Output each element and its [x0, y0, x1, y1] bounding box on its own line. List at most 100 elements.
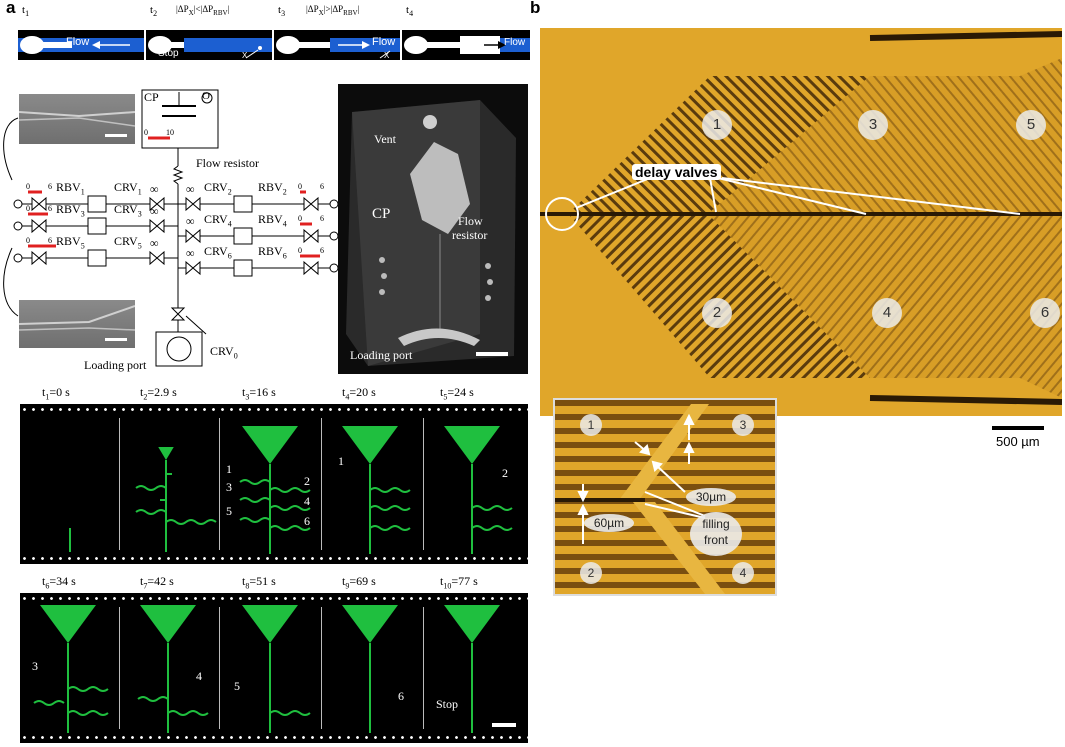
film2-label-3: t8=51 s — [242, 574, 276, 591]
cp-scale-0: 0 — [144, 128, 148, 137]
top-frame-2-time: t2 — [150, 4, 158, 19]
loading-port-label: Loading port — [84, 358, 147, 372]
rbv3-label: RBV3 — [56, 202, 85, 219]
top-frame-4-channel — [402, 30, 530, 60]
right-inf-2: ∞ — [186, 214, 195, 228]
top-frame-2-channel — [146, 30, 272, 60]
film2-label-4: t9=69 s — [342, 574, 376, 591]
film2-label-5: t10=77 s — [440, 574, 478, 591]
photo-cp-label: CP — [372, 206, 391, 222]
rbv4-label: RBV4 — [258, 212, 287, 229]
rbv6-label: RBV6 — [258, 244, 287, 261]
film1-num-5: 5 — [226, 504, 232, 518]
film1-num-2b: 2 — [502, 466, 508, 480]
left-six-3: 6 — [48, 236, 52, 245]
b-circle-2: 2 — [702, 298, 732, 328]
inset-circle-4: 4 — [732, 562, 754, 584]
film2-stop: Stop — [436, 697, 459, 711]
b-circle-1: 1 — [702, 110, 732, 140]
film1-num-1: 1 — [226, 462, 232, 476]
inset-30um-label: 30µm — [686, 488, 736, 506]
film1-label-3: t3=16 s — [242, 385, 276, 402]
flow-resistor-label: Flow resistor — [196, 156, 259, 170]
inset-circle-3: 3 — [732, 414, 754, 436]
film1-time-labels: t1=0 s t2=2.9 s t3=16 s t4=20 s t5=24 s — [20, 385, 528, 403]
film1-label-4: t4=20 s — [342, 385, 376, 402]
inset-circle-1: 1 — [580, 414, 602, 436]
film-strip-2: 3 4 5 6 Stop — [20, 593, 528, 743]
film1-num-2: 2 — [304, 474, 310, 488]
photo-loading-port-label: Loading port — [350, 348, 413, 362]
right-six-1: 6 — [320, 182, 324, 191]
left-zero-3: 0 — [26, 236, 30, 245]
panel-b-letter: b — [530, 0, 541, 17]
crv6-label: CRV6 — [204, 244, 232, 261]
top-frame-2-x: X — [242, 51, 248, 60]
crv5-label: CRV5 — [114, 234, 142, 251]
sem-image-top — [18, 94, 136, 144]
top-strip: t1 Flow t2 |ΔPX|<|ΔPRBV| Stop X t3 |ΔPX|… — [18, 4, 530, 62]
rbv2-label: RBV2 — [258, 180, 287, 197]
photo-flow-label: Flow — [458, 214, 483, 228]
right-six-3: 6 — [320, 246, 324, 255]
film1-label-2: t2=2.9 s — [140, 385, 177, 402]
delay-valves-label: delay valves — [632, 164, 721, 180]
rbv1-label: RBV1 — [56, 180, 85, 197]
film2-time-labels: t6=34 s t7=42 s t8=51 s t9=69 s t10=77 s — [20, 574, 528, 592]
device-photo — [338, 84, 528, 374]
b-circle-4: 4 — [872, 298, 902, 328]
left-zero-2: 0 — [26, 204, 30, 213]
film-strip-1: 1 3 5 2 4 6 1 2 — [20, 404, 528, 564]
left-zero-1: 0 — [26, 182, 30, 191]
film2-label-2: t7=42 s — [140, 574, 174, 591]
right-zero-2: 0 — [298, 214, 302, 223]
crv4-label: CRV4 — [204, 212, 232, 229]
cp-label: CP — [144, 90, 159, 104]
left-inf-2: ∞ — [150, 204, 159, 218]
inset-60um-label: 60µm — [584, 514, 634, 532]
left-six-1: 6 — [48, 182, 52, 191]
film1-label-5: t5=24 s — [440, 385, 474, 402]
right-six-2: 6 — [320, 214, 324, 223]
crv2-label: CRV2 — [204, 180, 232, 197]
photo-vent-label: Vent — [374, 132, 396, 146]
top-frame-3-time: t3 — [278, 4, 286, 19]
b-circle-3: 3 — [858, 110, 888, 140]
top-frame-1-channel — [18, 30, 144, 60]
inset-circle-2: 2 — [580, 562, 602, 584]
valve-schematic — [3, 89, 339, 367]
left-inf-1: ∞ — [150, 182, 159, 196]
right-inf-1: ∞ — [186, 182, 195, 196]
film2-num-5: 5 — [234, 679, 240, 693]
top-frame-3-channel — [274, 30, 400, 60]
film2-num-3: 3 — [32, 659, 38, 673]
top-frame-3-flow: Flow — [372, 36, 396, 48]
film1-label-1: t1=0 s — [42, 385, 70, 402]
cp-scale-10: 10 — [166, 128, 174, 137]
right-zero-3: 0 — [298, 246, 302, 255]
left-inf-3: ∞ — [150, 236, 159, 250]
top-frame-2-stop: Stop — [158, 48, 179, 59]
top-frame-1-flow: Flow — [66, 36, 90, 48]
sem-image-bottom — [18, 300, 136, 348]
inset-filling-front-label: filling front — [690, 512, 742, 556]
rbv5-label: RBV5 — [56, 234, 85, 251]
film2-num-6: 6 — [398, 689, 404, 703]
film1-num-3: 3 — [226, 480, 232, 494]
film1-num-6: 6 — [304, 514, 310, 528]
top-frame-3-condition: |ΔPX|>|ΔPRBV| — [306, 4, 360, 17]
scale-bar-label: 500 µm — [996, 434, 1040, 449]
crv0-label: CRV0 — [210, 344, 238, 361]
film1-num-1b: 1 — [338, 454, 344, 468]
top-frame-4-flow: Flow — [504, 37, 526, 48]
top-frame-2-condition: |ΔPX|<|ΔPRBV| — [176, 4, 230, 17]
film1-num-4: 4 — [304, 494, 310, 508]
delay-valve-micrograph — [540, 28, 1062, 416]
right-inf-3: ∞ — [186, 246, 195, 260]
left-six-2: 6 — [48, 204, 52, 213]
cp-o-label: O — [202, 90, 210, 102]
right-zero-1: 0 — [298, 182, 302, 191]
b-circle-6: 6 — [1030, 298, 1060, 328]
crv1-label: CRV1 — [114, 180, 142, 197]
scale-bar — [992, 426, 1044, 430]
